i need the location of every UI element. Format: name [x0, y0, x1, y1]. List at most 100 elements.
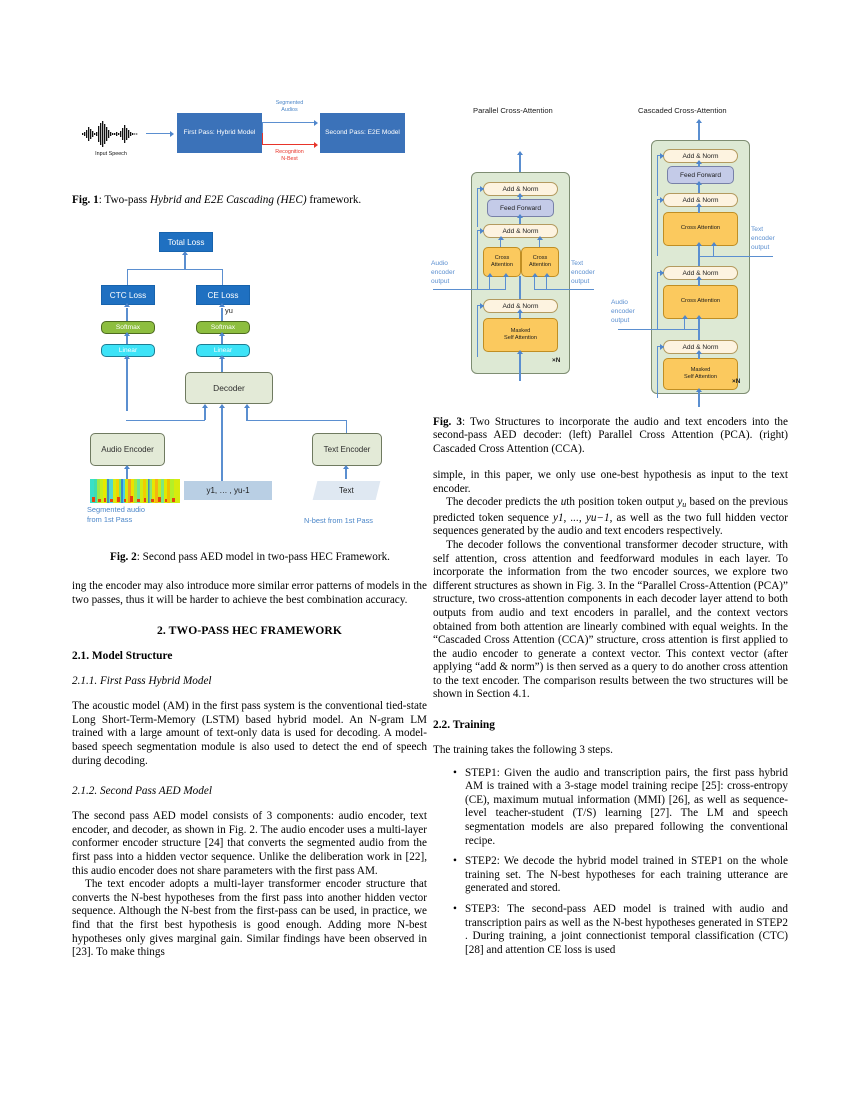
figure3-cca-text-enc-line [698, 256, 773, 258]
figure3-title-right: Cascaded Cross-Attention [638, 106, 727, 115]
figure3-pca-text-enc-riser-b-head [543, 273, 550, 277]
figure3-cca-output-head [695, 119, 702, 123]
para-first-pass-hybrid: The acoustic model (AM) in the first pas… [72, 700, 427, 767]
figure2-softmax-right-head [218, 332, 225, 336]
figure2-ctc-loss-box: CTC Loss [101, 285, 155, 305]
figure3-pca-query-line [519, 276, 521, 301]
figure-1-caption: Fig. 1: Two-pass Hybrid and E2E Cascadin… [72, 194, 428, 207]
figure3-caption-rest: : Two Structures to incorporate the audi… [433, 416, 788, 455]
figure2-ctc-in-line [126, 308, 128, 321]
section-heading-2: 2. TWO-PASS HEC FRAMEWORK [156, 624, 342, 638]
figure3-pca-res-bot-head [480, 302, 484, 309]
figure2-caption-rest: : Second pass AED model in two-pass HEC … [136, 551, 390, 563]
para-continuation: ing the encoder may also introduce more … [72, 580, 427, 606]
figure2-text-input-label: Text [339, 486, 354, 495]
figure3-pca-ca-audio-out [500, 238, 502, 247]
figure3-pca-msa-out-head [516, 309, 523, 313]
figure3-pca-msa-in [519, 353, 521, 381]
figure1-rec-arrow-head [314, 141, 318, 148]
figure1-recognition-nbest-label: Recognition N-Best [262, 149, 317, 163]
figure2-total-loss-box: Total Loss [159, 232, 213, 252]
figure3-cca-ff-in [698, 182, 700, 193]
para-simple-onebest: simple, in this paper, we only use one-b… [433, 469, 788, 495]
figure3-cca-query-line-2 [698, 245, 700, 268]
spectrogram-image [90, 479, 180, 503]
figure2-dec-in3-head [243, 403, 250, 408]
figure3-cca-ff-out-head [695, 160, 702, 164]
figure3-cca-cross-attention-text: Cross Attention [663, 212, 738, 246]
figure1-seg-arrow [262, 122, 315, 124]
figure2-softmax-left-head [123, 332, 130, 336]
figure2-linear-right-in [221, 359, 223, 372]
figure2-text-encoder-box: Text Encoder [312, 433, 382, 466]
figure3-pca-ca-audio-out-head [497, 236, 504, 240]
figure3-pca-msa-in-head [516, 350, 523, 354]
figure2-seg-caption-line2: from 1st Pass [87, 514, 133, 524]
subsection-2-1: 2.1. Model Structure [72, 650, 173, 663]
figure3-pca-audio-enc-riser-b-head [502, 273, 509, 277]
figure3-pca-audio-enc-riser-a-head [486, 273, 493, 277]
figure-3-diagram: Parallel Cross-Attention Cascaded Cross-… [431, 100, 833, 407]
para-decoder-follows: The decoder follows the conventional tra… [433, 538, 788, 701]
figure3-cca-res4-v [657, 346, 659, 398]
figure1-caption-prefix: Fig. 1 [72, 194, 99, 206]
figure3-cca-output-line [698, 123, 700, 140]
figure2-linear-left-in [126, 359, 128, 411]
figure1-caption-rest-a: : Two-pass [98, 194, 150, 206]
figure2-audio-enc-head [123, 465, 130, 469]
figure3-cca-res4-head [660, 343, 664, 350]
figure1-seg-riser [262, 122, 264, 133]
figure2-text-input-box: Text [312, 481, 381, 500]
figure1-segmented-audios-label: Segmented Audios [262, 100, 317, 114]
figure2-linear-right-head [218, 355, 225, 359]
para-second-pass-a: The second pass AED model consists of 3 … [72, 810, 427, 877]
figure1-rec-riser [262, 133, 264, 145]
figure1-first-pass-box: First Pass: Hybrid Model [177, 113, 262, 153]
figure2-yu-label: yu [225, 306, 233, 315]
figure3-cca-audio-enc-riser-head [681, 315, 688, 319]
figure3-pca-ff-in-head [516, 214, 523, 218]
waveform-icon [82, 121, 138, 147]
math-u-1: u [560, 496, 567, 509]
figure3-pca-output-line [519, 155, 521, 172]
figure2-caption-prefix: Fig. 2 [110, 551, 137, 563]
para-second-pass-b: The text encoder adopts a multi-layer tr… [72, 878, 427, 959]
figure3-cca-msa-out-head [695, 350, 702, 354]
figure2-ce-loss-box: CE Loss [196, 285, 250, 305]
list-item: STEP2: We decode the hybrid model traine… [453, 855, 788, 896]
figure3-pca-ff-in [519, 215, 521, 224]
figure1-input-speech-label: Input Speech [95, 151, 127, 157]
figure3-pca-add-norm-mid: Add & Norm [483, 224, 558, 238]
training-steps-list: STEP1: Given the audio and transcription… [433, 767, 788, 958]
para-decoder-predicts: The decoder predicts the uth position to… [433, 496, 789, 538]
figure3-pca-res-top-v [477, 188, 479, 227]
figure1-caption-italic: Hybrid and E2E Cascading (HEC) [149, 194, 307, 206]
math-token-sequence: y1, ..., yu−1 [552, 511, 610, 524]
figure3-cca-ff-in-head [695, 181, 702, 185]
figure2-total-loss-stem [184, 255, 186, 269]
figure3-pca-text-enc-riser-a-head [531, 273, 538, 277]
figure2-ctc-in-head [123, 303, 130, 307]
subsubsection-2-1-1: 2.1.1. First Pass Hybrid Model [72, 675, 212, 688]
figure3-pca-audio-enc-line [433, 289, 506, 291]
figure2-total-loss-arrowhead [181, 251, 188, 255]
figure1-segmented-audios-line2: Audios [281, 106, 298, 113]
figure2-text-enc-head [342, 465, 349, 469]
figure3-cca-ca-text-out [698, 205, 700, 213]
list-item: STEP1: Given the audio and transcription… [453, 767, 788, 849]
figure3-cca-msa-out [698, 352, 700, 359]
figure2-ctc-riser [127, 269, 129, 285]
math-y-sub: u [682, 500, 687, 510]
figure3-cca-query-head-2 [695, 242, 702, 246]
figure2-dec-in3 [246, 408, 248, 420]
figure3-title-left: Parallel Cross-Attention [473, 106, 553, 115]
